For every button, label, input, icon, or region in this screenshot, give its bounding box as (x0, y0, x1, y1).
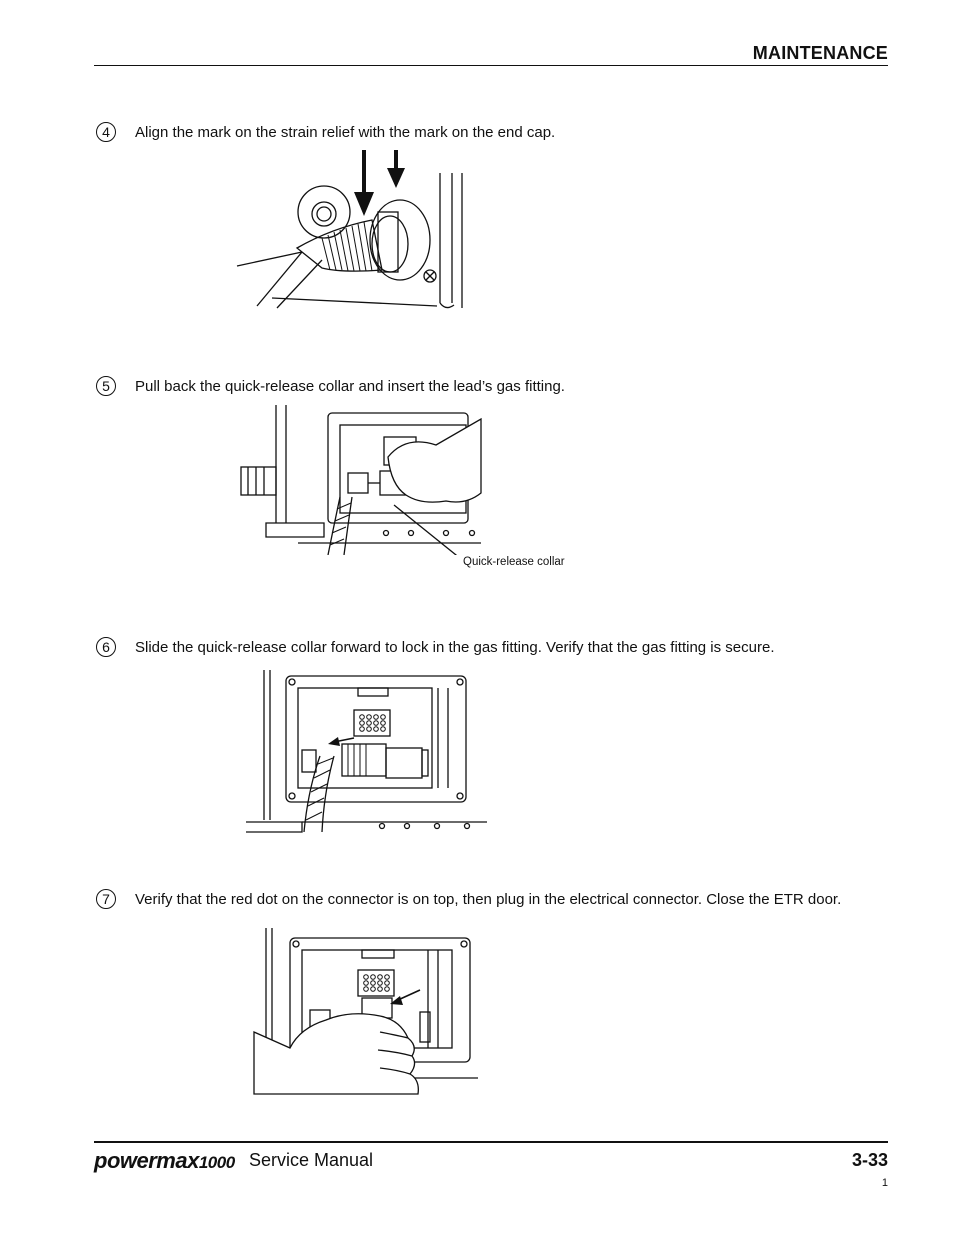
step-number: 6 (96, 637, 116, 657)
step-text: Verify that the red dot on the connector… (135, 891, 842, 908)
brand-name: powermax (94, 1148, 199, 1173)
gas-fitting-insert-illustration (240, 405, 482, 555)
gas-fitting-lock-illustration (246, 670, 487, 833)
step-number: 5 (96, 376, 116, 396)
electrical-connector-illustration (253, 928, 478, 1095)
connector-arrow-icon (390, 989, 421, 1005)
header-divider (94, 65, 888, 66)
step-text: Pull back the quick-release collar and i… (135, 378, 565, 395)
step-number: 7 (96, 889, 116, 909)
footer-divider (94, 1141, 888, 1143)
step-text: Slide the quick-release collar forward t… (135, 639, 775, 656)
alignment-arrow-icon (387, 150, 405, 188)
strain-relief-illustration (236, 150, 463, 309)
brand-logo: powermax1000 (94, 1148, 235, 1174)
brand-model: 1000 (198, 1153, 235, 1172)
slide-arrow-icon (328, 737, 355, 746)
section-title: MAINTENANCE (752, 43, 888, 63)
alignment-arrow-icon (354, 150, 374, 216)
page-number: 3-33 (851, 1150, 888, 1170)
manual-title: Service Manual (249, 1150, 374, 1170)
revision-number: 1 (881, 1177, 888, 1189)
step-text: Align the mark on the strain relief with… (135, 124, 556, 141)
callout-label: Quick-release collar (463, 556, 565, 568)
step-number: 4 (96, 122, 116, 142)
